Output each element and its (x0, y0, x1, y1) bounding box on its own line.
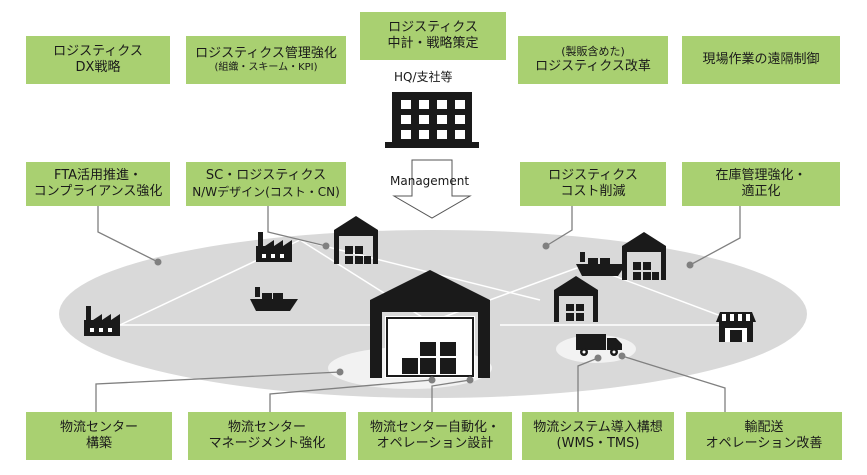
truck-icon (576, 334, 622, 356)
bottom-box-line1: 物流センター (59, 419, 138, 435)
hq-label: HQ/支社等 (394, 70, 453, 84)
factory-icon-upper (256, 232, 292, 262)
bottom-box-center-construction: 物流センター 構築 (26, 412, 172, 460)
mid-box-cost-reduction: ロジスティクス コスト削減 (520, 162, 666, 206)
bottom-box-center-management: 物流センター マネージメント強化 (188, 412, 346, 460)
mid-box-line1: ロジスティクス (548, 167, 638, 183)
top-box-line1: ロジスティクス管理強化 (195, 45, 337, 61)
bottom-box-line2: マネージメント強化 (208, 436, 326, 451)
bottom-box-line1: 輸配送 (744, 419, 784, 435)
mid-box-inventory-management: 在庫管理強化・ 適正化 (682, 162, 840, 206)
warehouse-icon-right (622, 232, 666, 280)
central-warehouse-icon (370, 270, 490, 378)
factory-icon-lower (84, 306, 120, 336)
warehouse-icon-left (334, 216, 378, 264)
connector-dots (154, 242, 694, 384)
bottom-box-line1: 物流センター自動化・ (369, 419, 500, 435)
bottom-box-line1: 物流システム導入構想 (533, 419, 663, 435)
connector-lines (95, 206, 741, 412)
management-label: Management (390, 174, 470, 188)
hq-building-icon (385, 92, 479, 148)
top-box-management-strengthening: ロジスティクス管理強化 (組織・スキーム・KPI) (186, 36, 346, 84)
top-box-dx-strategy: ロジスティクス DX戦略 (26, 36, 170, 84)
top-box-logistics-reform: (製販含めた) ロジスティクス改革 (518, 36, 668, 84)
store-icon (716, 312, 756, 342)
bottom-box-system-concept: 物流システム導入構想 (WMS・TMS) (522, 412, 674, 460)
mid-box-line1: FTA活用推進・ (53, 167, 143, 183)
top-box-line1: (製販含めた) (561, 45, 625, 58)
bottom-box-delivery-improvement: 輸配送 オペレーション改善 (686, 412, 842, 460)
mid-box-line2: 適正化 (741, 184, 781, 199)
hq-strategy-box: ロジスティクス 中計・戦略策定 (360, 12, 506, 60)
mid-box-network-design: SC・ロジスティクス N/Wデザイン(コスト・CN) (186, 162, 346, 206)
management-arrow-icon (392, 159, 472, 219)
top-box-line2: DX戦略 (75, 60, 121, 75)
top-box-remote-control: 現場作業の遠隔制御 (682, 36, 840, 84)
hq-strategy-line2: 中計・戦略策定 (387, 36, 479, 51)
bottom-box-line2: オペレーション設計 (376, 436, 494, 451)
bottom-box-automation: 物流センター自動化・ オペレーション設計 (358, 412, 512, 460)
warehouse-icon-center-right (554, 276, 598, 322)
top-box-line1: 現場作業の遠隔制御 (702, 51, 820, 67)
mid-box-fta-compliance: FTA活用推進・ コンプライアンス強化 (26, 162, 170, 206)
mid-box-line2: コンプライアンス強化 (33, 184, 163, 199)
mid-box-line1: SC・ロジスティクス (205, 168, 327, 184)
mid-box-line1: 在庫管理強化・ (715, 167, 807, 183)
bottom-box-line2: 構築 (85, 436, 112, 451)
top-box-line2: ロジスティクス改革 (535, 58, 651, 74)
bottom-box-line2: オペレーション改善 (705, 436, 823, 451)
bottom-box-line1: 物流センター (227, 419, 306, 435)
top-box-line2: (組織・スキーム・KPI) (214, 61, 318, 73)
mid-box-line2: N/Wデザイン(コスト・CN) (192, 184, 340, 199)
top-box-line1: ロジスティクス (53, 43, 143, 59)
ship-icon-right (576, 252, 626, 276)
bottom-box-line2: (WMS・TMS) (556, 436, 640, 451)
hq-strategy-line1: ロジスティクス (388, 19, 478, 35)
mid-box-line2: コスト削減 (560, 184, 626, 199)
ship-icon-left (250, 287, 298, 311)
